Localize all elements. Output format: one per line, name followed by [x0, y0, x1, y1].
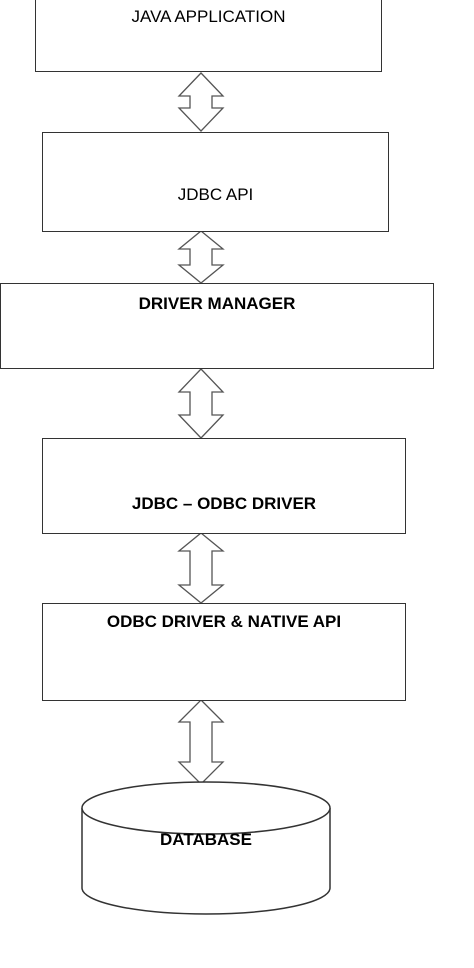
- jdbc-odbc-driver-label: JDBC – ODBC DRIVER: [131, 494, 317, 513]
- odbc-driver-native-api-label: ODBC DRIVER & NATIVE API: [106, 612, 342, 631]
- driver-manager-box: DRIVER MANAGER: [0, 283, 434, 369]
- double-arrow-4: [177, 532, 225, 604]
- double-arrow-5: [177, 699, 225, 785]
- odbc-driver-native-api-box: ODBC DRIVER & NATIVE API: [42, 603, 406, 701]
- jdbc-odbc-driver-box: JDBC – ODBC DRIVER: [42, 438, 406, 534]
- double-arrow-1: [177, 72, 225, 132]
- driver-manager-label: DRIVER MANAGER: [138, 294, 296, 313]
- double-arrow-2: [177, 230, 225, 284]
- jdbc-api-box: JDBC API: [42, 132, 389, 232]
- java-application-box: JAVA APPLICATION: [35, 0, 382, 72]
- java-application-label: JAVA APPLICATION: [131, 7, 286, 26]
- database-cylinder: [81, 781, 331, 915]
- jdbc-api-label: JDBC API: [177, 185, 254, 204]
- database-label: DATABASE: [160, 830, 252, 849]
- double-arrow-3: [177, 368, 225, 439]
